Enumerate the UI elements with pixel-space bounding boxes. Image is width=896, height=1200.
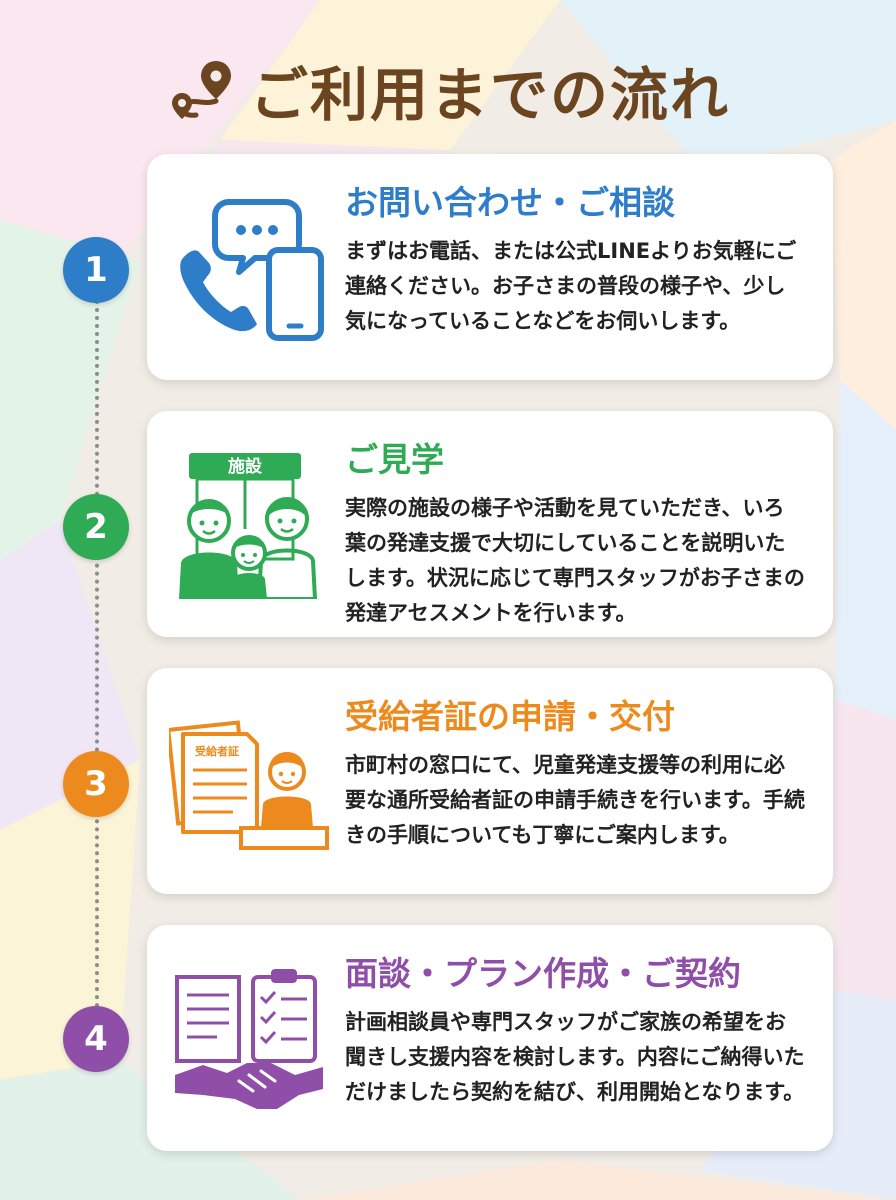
step-text-4: 計画相談員や専門スタッフがご家族の希望をお聞きし支援内容を検討します。内容にご納… (345, 1010, 805, 1104)
contract-handshake-icon (175, 969, 323, 1109)
page-title: ご利用までの流れ (249, 61, 730, 129)
step-number-4: 4 (63, 1006, 129, 1072)
step-card-3: 受給者証 受給者証の申請・交付 市町村の窓口にて、児童発達支援等の利用に必要な通… (147, 668, 833, 894)
facility-sign-label: 施設 (228, 456, 263, 477)
phone-chat-icon (180, 199, 324, 341)
route-pin-icon (171, 61, 231, 119)
header: ご利用までの流れ (0, 40, 896, 140)
step-text-1: まずはお電話、または公式LINEよりお気軽にご連絡ください。お子さまの普段の様子… (345, 239, 797, 333)
step-number-3: 3 (63, 751, 129, 817)
certificate-label: 受給者証 (195, 744, 239, 758)
step-heading-3: 受給者証の申請・交付 (345, 697, 675, 736)
step-text-3: 市町村の窓口にて、児童発達支援等の利用に必要な通所受給者証の申請手続きを行います… (345, 753, 805, 847)
timeline-connector (95, 300, 99, 1040)
step-text-2: 実際の施設の様子や活動を見ていただき、いろ葉の発達支援で大切にしていることを説明… (345, 496, 805, 625)
certificate-counter-icon: 受給者証 (169, 720, 329, 850)
step-card-2: 施設 ご見学 実際の施設の様子や活動を見ていただき、いろ葉の発達支援で大切にして… (147, 411, 833, 637)
step-card-1: お問い合わせ・ご相談 まずはお電話、または公式LINEよりお気軽にご連絡ください… (147, 154, 833, 380)
facility-family-icon: 施設 (179, 453, 318, 599)
step-heading-4: 面談・プラン作成・ご契約 (345, 954, 741, 993)
step-heading-2: ご見学 (345, 440, 444, 479)
step-number-1: 1 (63, 237, 129, 303)
step-heading-1: お問い合わせ・ご相談 (345, 183, 675, 222)
step-card-4: 面談・プラン作成・ご契約 計画相談員や専門スタッフがご家族の希望をお聞きし支援内… (147, 925, 833, 1151)
step-number-2: 2 (63, 494, 129, 560)
